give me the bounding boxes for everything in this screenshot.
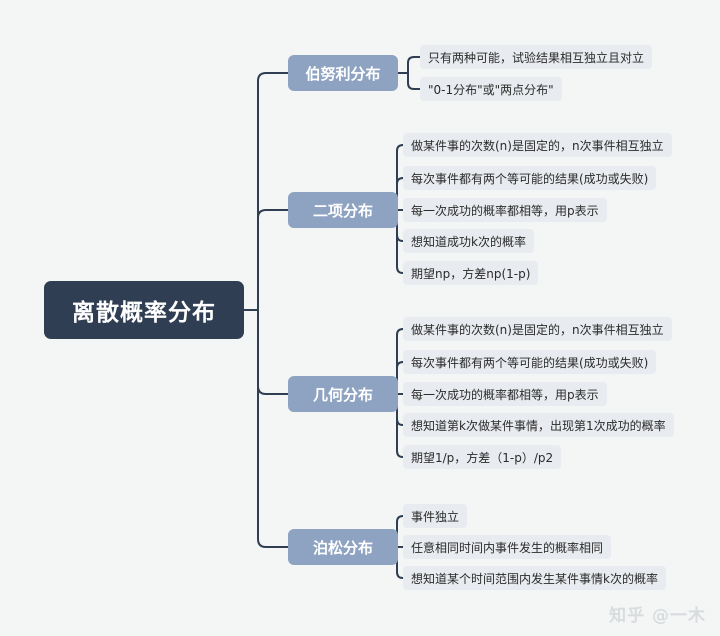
root-topic[interactable]: 离散概率分布 — [44, 281, 244, 339]
connector-leaf-2-4 — [396, 393, 404, 458]
leaf-binomial-2[interactable]: 每次事件都有两个等可能的结果(成功或失败) — [403, 166, 657, 190]
connector-leaf-0-0 — [397, 56, 421, 74]
connector-leaf-3-0 — [396, 515, 404, 548]
leaf-bernoulli-1[interactable]: 只有两种可能，试验结果相互独立且对立 — [420, 45, 653, 69]
leaf-geometric-1[interactable]: 做某件事的次数(n)是固定的，n次事件相互独立 — [403, 317, 672, 341]
connector-branch-3 — [257, 309, 289, 548]
connector-leaf-1-1 — [396, 177, 404, 211]
branch-binomial[interactable]: 二项分布 — [288, 192, 398, 228]
branch-bernoulli[interactable]: 伯努利分布 — [288, 55, 398, 91]
leaf-poisson-3[interactable]: 想知道某个时间范围内发生某件事情k次的概率 — [403, 566, 666, 590]
connector-leaf-1-4 — [396, 209, 404, 274]
branch-poisson[interactable]: 泊松分布 — [288, 529, 398, 565]
leaf-geometric-2[interactable]: 每次事件都有两个等可能的结果(成功或失败) — [403, 350, 657, 374]
watermark: 知乎 @一木 — [609, 606, 706, 626]
leaf-bernoulli-2[interactable]: "0-1分布"或"两点分布" — [420, 77, 562, 101]
connector-leaf-2-0 — [396, 328, 404, 395]
leaf-binomial-4[interactable]: 想知道成功k次的概率 — [403, 229, 534, 253]
leaf-binomial-3[interactable]: 每一次成功的概率都相等，用p表示 — [403, 198, 607, 222]
leaf-poisson-1[interactable]: 事件独立 — [403, 504, 468, 528]
connector-branch-1 — [257, 209, 289, 311]
leaf-geometric-4[interactable]: 想知道第k次做某件事情，出现第1次成功的概率 — [403, 413, 674, 437]
connector-leaf-1-0 — [396, 144, 404, 211]
leaf-geometric-3[interactable]: 每一次成功的概率都相等，用p表示 — [403, 382, 607, 406]
connector-leaf-0-1 — [397, 72, 421, 90]
connector-branch-0 — [257, 72, 289, 311]
connector-leaf-2-1 — [396, 361, 404, 395]
connector-leaf-3-2 — [396, 546, 404, 579]
leaf-binomial-5[interactable]: 期望np，方差np(1-p) — [403, 261, 539, 285]
leaf-poisson-2[interactable]: 任意相同时间内事件发生的概率相同 — [403, 535, 612, 559]
leaf-binomial-1[interactable]: 做某件事的次数(n)是固定的，n次事件相互独立 — [403, 133, 672, 157]
branch-geometric[interactable]: 几何分布 — [288, 376, 398, 412]
connector-branch-2 — [257, 309, 289, 395]
leaf-geometric-5[interactable]: 期望1/p，方差（1-p）/p2 — [403, 445, 562, 469]
